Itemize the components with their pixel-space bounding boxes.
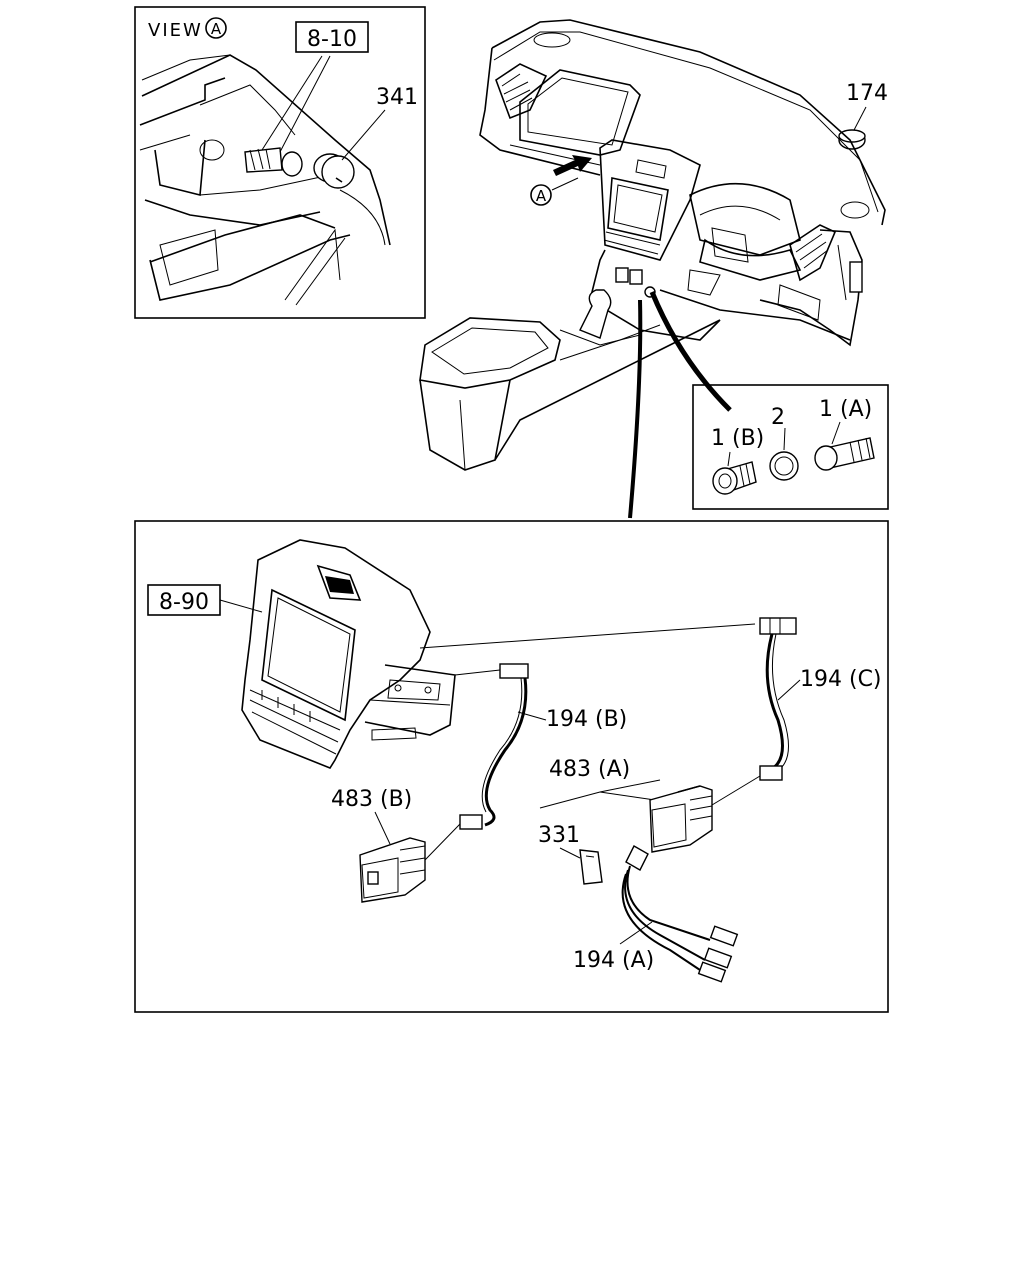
leader-174 [852, 106, 867, 133]
ref-box-8-10-label: 8-10 [307, 27, 357, 52]
part-483a-label: 483 (A) [549, 757, 630, 782]
ref-box-8-10 [295, 21, 369, 53]
panel-screen [261, 588, 356, 722]
part-2-label: 2 [771, 405, 785, 430]
lighter-plug-1b [712, 461, 757, 495]
ref-box-8-90-label: 8-90 [159, 590, 209, 615]
center-console [419, 317, 561, 389]
socket-8-10 [244, 147, 303, 177]
leader-194c-connector [419, 623, 756, 649]
part-1a-label: 1 (A) [819, 397, 872, 422]
leader-8-10 [279, 55, 331, 153]
lighter-socket-1a [814, 437, 875, 471]
harness-194b [459, 663, 529, 830]
view-marker-letter: A [211, 20, 222, 38]
lighter-inset-frame [692, 384, 889, 510]
lower-view-frame [134, 520, 889, 1013]
switch-483b [359, 837, 426, 903]
part-174-label: 174 [846, 81, 888, 106]
leader-194b-connector [454, 669, 501, 676]
part-194c-label: 194 (C) [800, 667, 882, 692]
clip-331 [579, 849, 603, 885]
view-a-frame [134, 6, 426, 319]
part-331-label: 331 [538, 823, 580, 848]
harness-194c [759, 617, 797, 781]
part-341-label: 341 [376, 85, 418, 110]
view-a-inset: VIEW A 8-10 341 [134, 6, 426, 319]
view-a-marker-circle [530, 184, 552, 206]
lighter-inset: 1 (A) 2 1 (B) [692, 384, 889, 510]
ring-2 [769, 451, 799, 481]
shift-knob [579, 289, 612, 339]
part-194b-label: 194 (B) [546, 707, 627, 732]
cap-341 [313, 153, 355, 189]
part-483b-label: 483 (B) [331, 787, 412, 812]
view-marker-circle [205, 17, 227, 39]
center-screen [607, 177, 669, 241]
cable-194a [621, 845, 739, 983]
lower-detail-view: 8-90 194 (C) [134, 520, 889, 1013]
leader-to-lower-view [628, 299, 643, 519]
part-194a-label: 194 (A) [573, 948, 654, 973]
switch-483a [649, 785, 713, 853]
leader-to-lighter-inset [649, 291, 732, 412]
view-label: VIEW [148, 20, 203, 41]
audio-panel [241, 539, 456, 769]
part-1b-label: 1 (B) [711, 426, 764, 451]
leader-341 [341, 109, 386, 161]
view-arrow [553, 155, 592, 176]
dashboard-illustration: 174 A [419, 19, 888, 519]
view-a-marker-letter: A [536, 187, 547, 205]
